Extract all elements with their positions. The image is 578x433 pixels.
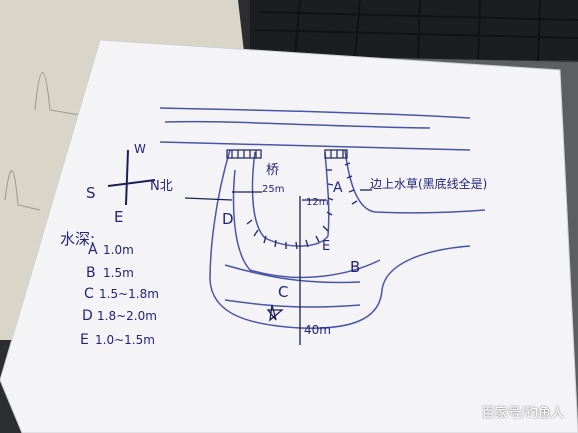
depth-zone-value: 1.0m (103, 243, 134, 257)
watermark: 百家号/钓鱼人 (481, 406, 564, 421)
depth-zone-label: E (80, 332, 89, 348)
depth-legend-title: 水深: (60, 230, 95, 248)
depth-zone-value: 1.8~2.0m (97, 309, 157, 323)
depth-zone-value: 1.5~1.8m (99, 287, 159, 301)
label-zone-c: C (278, 283, 288, 301)
label-width-25: 25m (262, 184, 284, 195)
depth-zone-value: 1.5m (103, 266, 134, 280)
depth-zone-label: A (88, 242, 98, 258)
paper-sheet (0, 40, 578, 433)
label-bank-weeds: 边上水草(黑底线全是) (370, 176, 487, 191)
label-dist-40: 40m (304, 323, 331, 337)
label-zone-e: E (322, 239, 330, 254)
compass-west: W (134, 142, 146, 156)
compass-north: N北 (150, 179, 173, 194)
depth-zone-value: 1.0~1.5m (95, 333, 155, 347)
label-width-12: 12m (306, 197, 328, 208)
label-zone-d: D (222, 210, 234, 228)
compass-south: S (86, 184, 96, 202)
pond-sketch (159, 107, 486, 329)
compass-cross (107, 149, 156, 206)
label-bridge: 桥 (266, 163, 279, 178)
depth-zone-label: C (84, 286, 94, 302)
measure-lines (184, 189, 372, 345)
keyboard (250, 0, 578, 60)
star-mark (266, 304, 284, 322)
depth-zone-label: B (86, 265, 96, 281)
compass-east: E (114, 208, 123, 226)
label-zone-a: A (333, 180, 343, 196)
weed-marks (246, 162, 358, 250)
bridge-marks (226, 149, 348, 159)
label-zone-b: B (350, 258, 360, 276)
depth-zone-label: D (82, 308, 93, 324)
depth-legend: A 1.0m B 1.5m C 1.5~1.8m D 1.8~2.0m E 1.… (80, 242, 159, 348)
